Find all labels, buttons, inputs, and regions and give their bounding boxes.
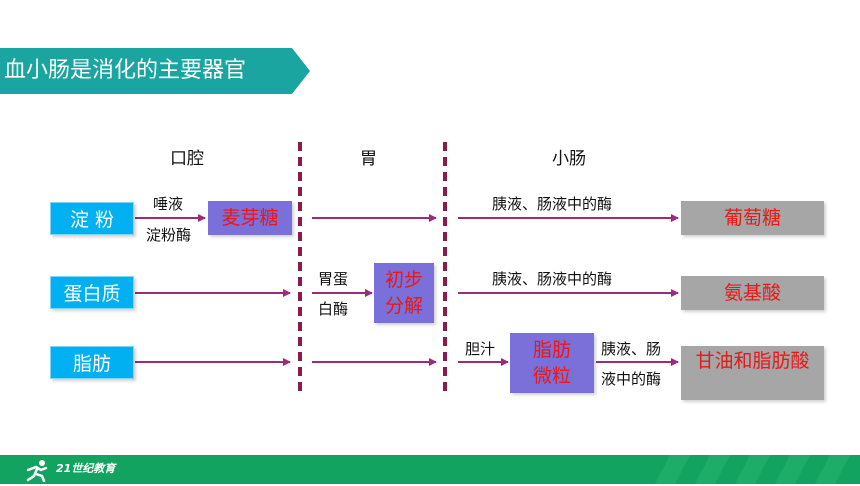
intermediate-initial-breakdown: 初步 分解 — [374, 263, 434, 323]
column-heading-small-intestine: 小肠 — [552, 149, 586, 169]
enzyme-label-saliva: 唾液 — [153, 195, 184, 213]
enzyme-label-saliva-amylase: 淀粉酶 — [146, 226, 192, 244]
product-amino-acid: 氨基酸 — [681, 276, 824, 310]
page-title: 血小肠是消化的主要器官 — [4, 58, 247, 83]
footer-logo: 21世纪教育 — [22, 458, 132, 483]
intermediate-fat-droplets: 脂肪 微粒 — [510, 333, 594, 393]
product-glycerol-fatty-acid: 甘油和脂肪酸 — [681, 346, 824, 400]
nutrient-starch: 淀 粉 — [50, 202, 134, 235]
column-heading-stomach: 胃 — [360, 149, 377, 169]
enzyme-label-gastric-2: 白酶 — [318, 300, 349, 318]
runner-logo-icon — [26, 460, 48, 483]
enzyme-label-gastric-1: 胃蛋 — [318, 270, 349, 288]
enzyme-label-intestinal-2: 胰液、肠液中的酶 — [492, 270, 613, 288]
column-heading-mouth: 口腔 — [170, 149, 204, 169]
footer-logo-text: 21世纪教育 — [56, 462, 116, 475]
title-banner-shape — [0, 48, 310, 94]
intermediate-maltose: 麦芽糖 — [208, 201, 292, 235]
product-glucose: 葡萄糖 — [681, 201, 824, 235]
nutrient-fat: 脂肪 — [50, 346, 134, 379]
enzyme-label-intestinal-1: 胰液、肠液中的酶 — [492, 195, 613, 213]
enzyme-label-bile: 胆汁 — [465, 340, 496, 358]
enzyme-label-intestinal-3a: 胰液、肠 — [601, 340, 662, 358]
nutrient-protein: 蛋白质 — [50, 276, 134, 309]
title-banner: 血小肠是消化的主要器官 — [0, 48, 312, 94]
enzyme-label-intestinal-3b: 液中的酶 — [601, 370, 662, 388]
footer-pattern — [655, 455, 850, 484]
